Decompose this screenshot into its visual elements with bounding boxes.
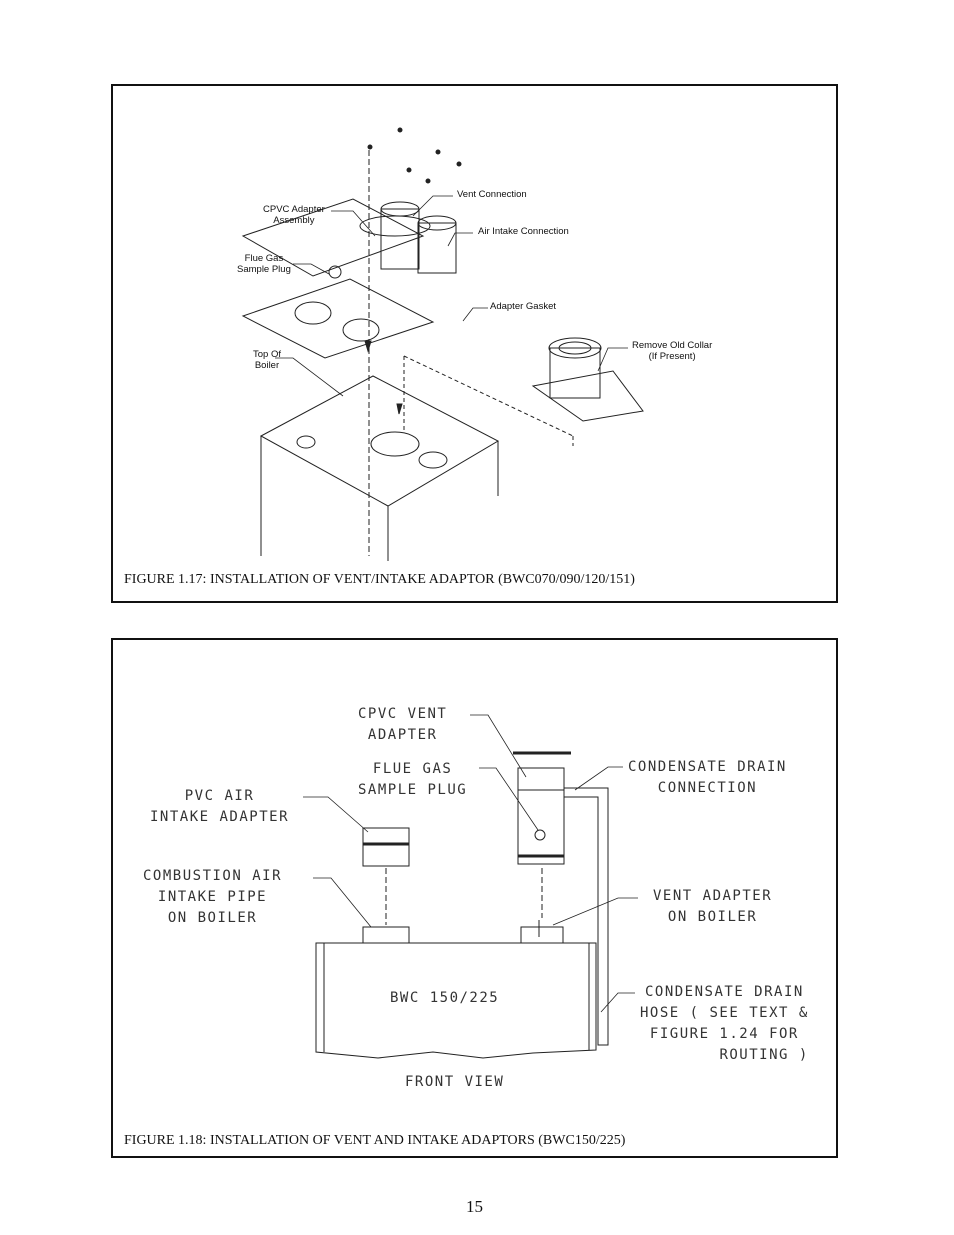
page-number: 15 [466,1197,483,1216]
figure-1-18-caption: FIGURE 1.18: INSTALLATION OF VENT AND IN… [124,1133,626,1148]
label-remove-old-collar: Remove Old Collar(If Present) [632,340,713,362]
vent-intake-adaptors-front-view-diagram [303,714,638,1059]
figure-1-17-caption: FIGURE 1.17: INSTALLATION OF VENT/INTAKE… [124,572,635,587]
label-vent-connection: Vent Connection [457,189,527,200]
label-air-intake-connection: Air Intake Connection [478,226,569,237]
label-adapter-gasket: Adapter Gasket [490,301,557,312]
label-boiler-model: BWC 150/225 [390,990,500,1006]
label-front-view: FRONT VIEW [405,1074,505,1090]
vent-intake-adaptor-exploded-diagram [241,127,644,561]
